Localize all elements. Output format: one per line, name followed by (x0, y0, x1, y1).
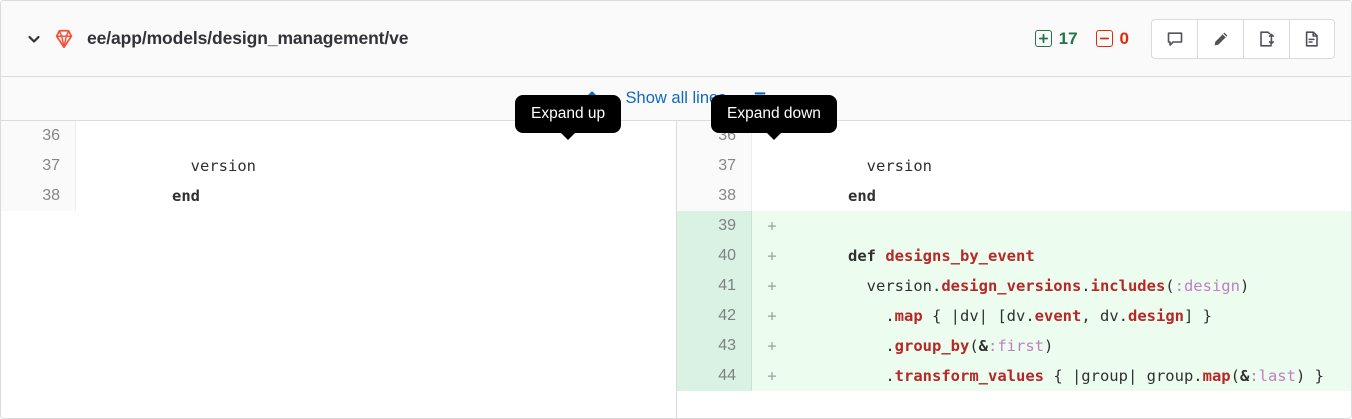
code-content: .map { |dv| [dv.event, dv.design] } (792, 307, 1212, 325)
diff-sign (76, 151, 116, 181)
view-file-button[interactable] (1289, 18, 1335, 59)
code-line[interactable]: 38 end (1, 181, 676, 211)
code-content (792, 121, 1351, 151)
code-content: version.design_versions.includes(:design… (792, 277, 1250, 295)
code-content: version (116, 157, 256, 175)
lines-added-count: 17 (1058, 28, 1078, 48)
diff-sign: + (767, 247, 777, 265)
code-line[interactable]: 44 + .transform_values { |group| group.ma… (677, 361, 1351, 391)
line-number[interactable]: 38 (1, 181, 76, 211)
code-content (792, 211, 1351, 241)
ruby-gem-icon (53, 28, 75, 50)
diff-sign (752, 181, 792, 211)
line-number[interactable]: 38 (677, 181, 752, 211)
code-content: end (172, 187, 200, 205)
line-number[interactable]: 44 (677, 361, 752, 391)
line-number[interactable]: 39 (677, 211, 752, 241)
lines-removed-count: 0 (1119, 28, 1129, 48)
code-line[interactable]: 41 + version.design_versions.includes(:de… (677, 271, 1351, 301)
plus-icon (1034, 30, 1052, 47)
diff-sign: + (767, 337, 777, 355)
line-number[interactable]: 40 (677, 241, 752, 271)
diff-sign: + (767, 367, 777, 385)
line-number[interactable]: 37 (677, 151, 752, 181)
toggle-file-button[interactable] (1243, 18, 1289, 59)
comment-button[interactable] (1151, 18, 1197, 59)
diff-file-header: ee/app/models/design_management/ve 17 (1, 1, 1351, 77)
code-content: .transform_values { |group| group.map(&:… (792, 367, 1324, 385)
expand-up-tooltip: Expand up (515, 95, 622, 134)
diff-stats: 17 0 (1034, 28, 1129, 49)
lines-removed-stat: 0 (1095, 28, 1129, 49)
code-line[interactable]: 38 end (677, 181, 1351, 211)
diff-sign (76, 181, 116, 211)
expand-lines-row: · Show all lines · Expand up Expand down (1, 77, 1351, 134)
diff-sign: + (767, 307, 777, 325)
lines-added-stat: 17 (1034, 28, 1078, 49)
line-number[interactable]: 41 (677, 271, 752, 301)
code-line[interactable]: 43 + .group_by(&:first) (677, 331, 1351, 361)
code-line[interactable]: 42 + .map { |dv| [dv.event, dv.design] } (677, 301, 1351, 331)
code-content: def designs_by_event (848, 247, 1035, 265)
file-actions-group (1151, 18, 1335, 59)
line-number[interactable]: 37 (1, 151, 76, 181)
line-number[interactable]: 42 (677, 301, 752, 331)
code-line[interactable]: 39 + (677, 211, 1351, 241)
header-right-group: 17 0 (1034, 18, 1335, 59)
code-content: .group_by(&:first) (792, 337, 1054, 355)
code-line[interactable]: 40 + def designs_by_event (677, 241, 1351, 271)
expand-down-tooltip: Expand down (711, 95, 837, 134)
code-line[interactable]: 37 version (677, 151, 1351, 181)
code-line[interactable]: 36 (1, 121, 676, 151)
file-path-label: ee/app/models/design_management/ve (87, 28, 409, 48)
chevron-down-icon[interactable] (21, 26, 47, 52)
minus-icon (1095, 30, 1113, 47)
diff-sign (76, 121, 116, 151)
code-content: version (792, 157, 932, 175)
edit-button[interactable] (1197, 18, 1243, 59)
code-line[interactable]: 37 version (1, 151, 676, 181)
diff-sign: + (767, 277, 777, 295)
show-all-lines-link[interactable]: Show all lines (625, 89, 727, 107)
diff-sign: + (767, 217, 777, 235)
diff-sign (752, 151, 792, 181)
line-number[interactable]: 36 (1, 121, 76, 151)
line-number[interactable]: 43 (677, 331, 752, 361)
code-content: end (848, 187, 876, 205)
